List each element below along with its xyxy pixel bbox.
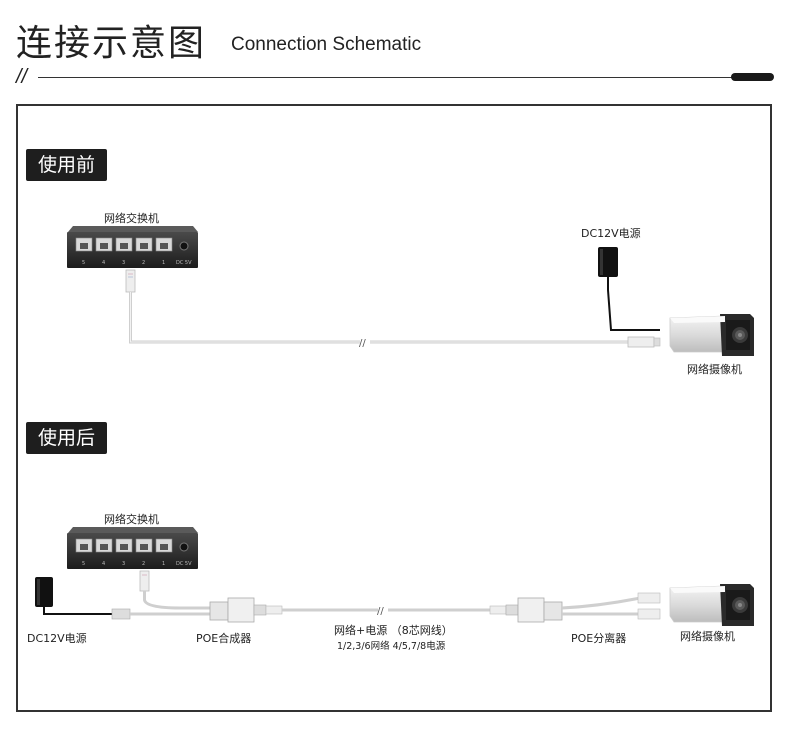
port-number: 2 [142,561,145,567]
cable-break-mark: // [359,338,366,349]
header-slash: // [16,66,28,88]
header-divider-cap [731,73,774,81]
port-number: DC 5V [176,561,192,567]
power-label: DC12V电源 [27,632,87,645]
power-label: DC12V电源 [581,227,641,240]
switch-label: 网络交换机 [104,513,159,526]
before-badge: 使用前 [26,149,108,181]
splitter-label: POE分离器 [571,632,627,645]
diagram-frame [16,104,772,712]
port-number: 1 [162,260,165,266]
power-adapter-icon [35,577,131,620]
rj45-plug-icon [637,592,661,620]
rj45-plug-icon [627,336,661,348]
network-switch-icon [67,527,198,569]
port-number: 4 [102,561,105,567]
port-number: 1 [162,561,165,567]
port-number: 3 [122,561,125,567]
switch-label: 网络交换机 [104,212,159,225]
bullet-camera-icon [669,584,754,626]
page-title: 连接示意图 [16,23,207,64]
rj45-plug-icon [139,570,150,592]
camera-label: 网络摄像机 [687,363,742,376]
port-number: 3 [122,260,125,266]
port-number: 4 [102,260,105,266]
rj45-plug-icon [125,269,136,293]
cable-label: 网络+电源 （8芯网线） [334,624,453,637]
port-number: 5 [82,561,85,567]
power-adapter-icon [598,247,660,331]
camera-label: 网络摄像机 [680,630,735,643]
page-subtitle: Connection Schematic [231,34,422,55]
network-switch-icon [67,226,198,268]
cable-detail: 1/2,3/6网络 4/5,7/8电源 [337,641,446,652]
port-number: 5 [82,260,85,266]
bullet-camera-icon [669,314,754,356]
poe-injector-icon [209,597,283,623]
after-badge: 使用后 [26,422,108,454]
poe-splitter-icon [489,597,563,623]
port-number: DC 5V [176,260,192,266]
port-number: 2 [142,260,145,266]
cable-break-mark: // [377,606,384,617]
header-divider [38,77,738,78]
combiner-label: POE合成器 [196,632,252,645]
